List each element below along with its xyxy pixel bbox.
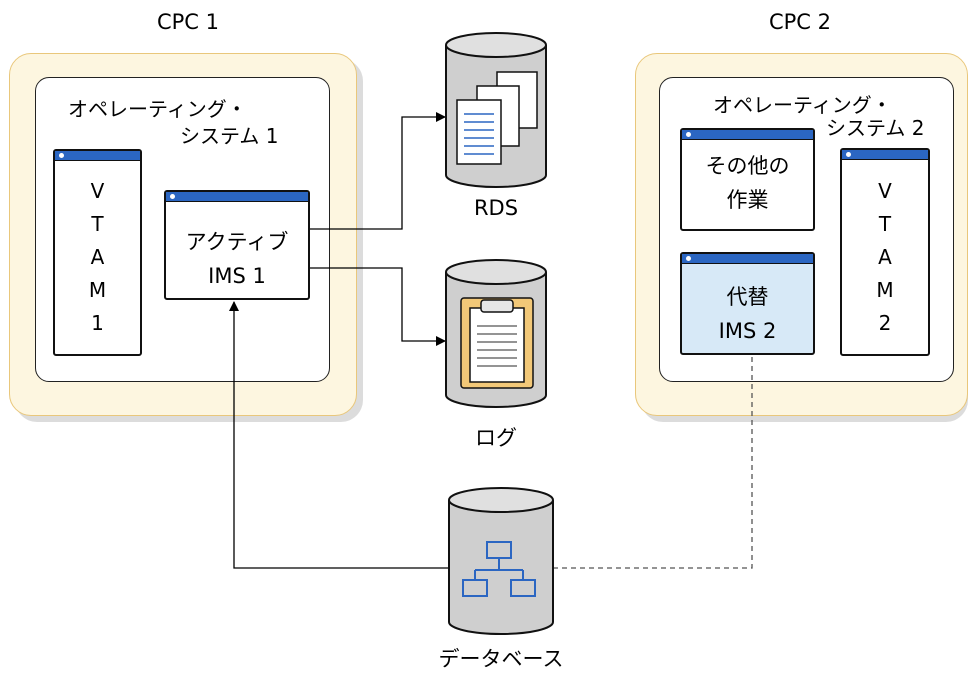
vtam1-window: V T A M 1 <box>53 149 142 356</box>
vtam2-letter: T <box>878 212 892 236</box>
vtam2-letter: A <box>878 245 892 269</box>
vtam2-letter: V <box>878 179 892 203</box>
active-ims1-line2: IMS 1 <box>208 264 266 288</box>
active-ims1-window: アクティブ IMS 1 <box>164 190 310 300</box>
cpc2-label: CPC 2 <box>768 10 832 34</box>
vtam2-letter: M <box>876 278 894 302</box>
rds-label: RDS <box>473 196 519 220</box>
cpc1-label: CPC 1 <box>156 10 220 34</box>
other-work-line1: その他の <box>705 154 790 178</box>
vtam2-window: V T A M 2 <box>840 148 930 356</box>
vtam1-letter: M <box>88 278 107 302</box>
os1-title-line1: オペレーティング・ <box>68 97 247 121</box>
database-to-ims2-connector <box>553 355 753 569</box>
database-to-ims1-connector <box>229 301 448 569</box>
ims1-to-log-connector <box>310 267 446 346</box>
database-label: データベース <box>438 647 564 671</box>
alt-ims2-line2: IMS 2 <box>718 319 777 343</box>
ims1-to-rds-connector <box>310 112 446 230</box>
alt-ims2-window: 代替 IMS 2 <box>680 252 815 355</box>
os1-title-line2: システム 1 <box>180 124 279 148</box>
os2-title-line1: オペレーティング・ <box>713 93 892 117</box>
active-ims1-line1: アクティブ <box>185 230 289 254</box>
os2-title-line2: システム 2 <box>826 116 925 140</box>
hierarchy-icon <box>462 541 536 597</box>
vtam1-letter: T <box>91 212 104 236</box>
database-cylinder <box>448 487 554 635</box>
other-work-window: その他の 作業 <box>680 128 815 231</box>
other-work-line2: 作業 <box>726 188 769 212</box>
alt-ims2-line1: 代替 <box>726 285 769 309</box>
documents-icon <box>456 71 538 165</box>
vtam1-letter: A <box>90 245 105 269</box>
vtam1-letter: V <box>90 179 105 203</box>
clipboard-icon <box>460 297 534 389</box>
log-label: ログ <box>475 426 517 450</box>
vtam2-letter: 2 <box>878 311 892 335</box>
vtam1-letter: 1 <box>91 311 104 335</box>
